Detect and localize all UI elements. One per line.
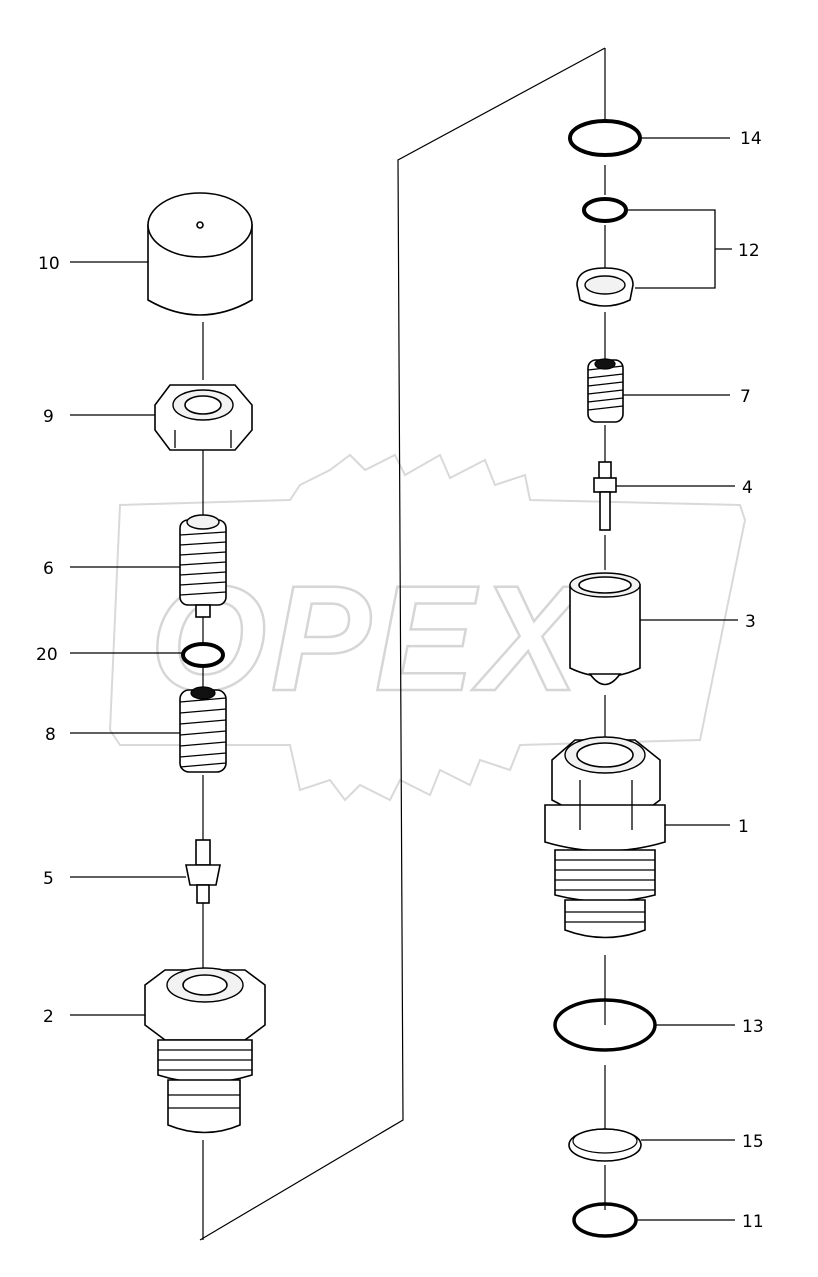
callout-6: 6 — [43, 559, 54, 579]
part-3-sleeve — [569, 572, 641, 686]
callout-7: 7 — [740, 387, 751, 407]
part-8-spring — [179, 686, 227, 773]
part-4-poppet — [593, 461, 617, 531]
callout-1: 1 — [738, 817, 749, 837]
callout-10: 10 — [38, 254, 60, 274]
part-1-valve-body — [544, 736, 666, 939]
part-2-plug-body — [144, 967, 266, 1134]
callout-5: 5 — [43, 869, 54, 889]
assembly-connector-line — [199, 47, 606, 1241]
callout-3: 3 — [745, 612, 756, 632]
callout-13: 13 — [742, 1017, 764, 1037]
callout-12: 12 — [738, 241, 760, 261]
callout-4: 4 — [742, 478, 753, 498]
part-5-poppet — [185, 839, 221, 904]
part-6-adjusting-screw — [179, 514, 227, 618]
part-15-backup-ring — [568, 1128, 642, 1162]
callout-20: 20 — [36, 645, 58, 665]
callout-2: 2 — [43, 1007, 54, 1027]
part-12-seal-set — [576, 197, 634, 307]
part-9-nut — [154, 384, 253, 451]
callout-8: 8 — [45, 725, 56, 745]
callout-15: 15 — [742, 1132, 764, 1152]
callout-11: 11 — [742, 1212, 764, 1232]
part-20-washer — [181, 642, 225, 668]
callout-14: 14 — [740, 129, 762, 149]
part-10-cap — [147, 192, 253, 316]
callout-9: 9 — [43, 407, 54, 427]
part-14-o-ring — [568, 119, 642, 157]
part-7-spring — [587, 358, 624, 423]
